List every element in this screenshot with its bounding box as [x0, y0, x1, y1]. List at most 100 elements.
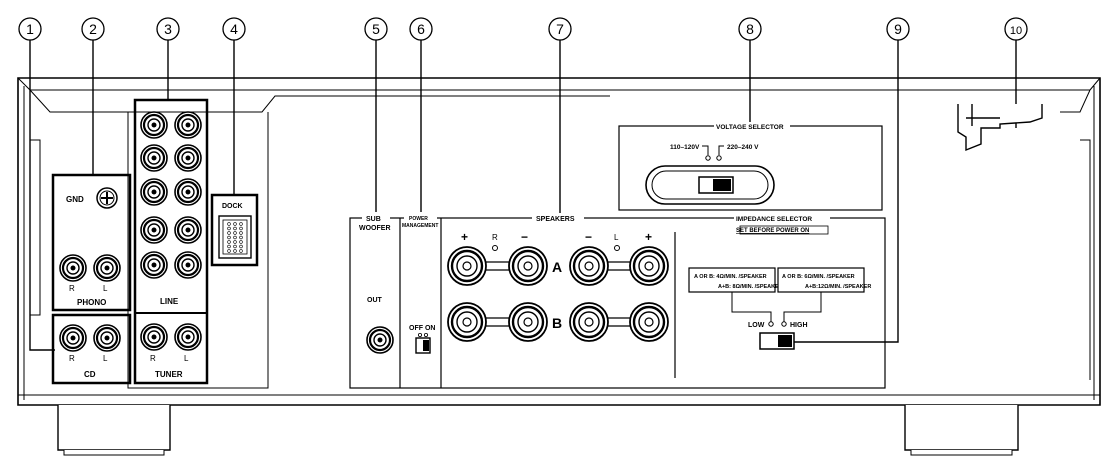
speaker-a-right-plus[interactable]	[447, 246, 487, 286]
line5-jack-right[interactable]	[140, 251, 168, 279]
line1-jack-right[interactable]	[140, 111, 168, 139]
voltage-selector-switch[interactable]	[698, 176, 734, 194]
subwoofer-out-jack[interactable]	[366, 326, 394, 354]
speakers-label: SPEAKERS	[536, 216, 575, 223]
line2-jack-left[interactable]	[174, 144, 202, 172]
phono-r-mark: R	[69, 284, 75, 293]
callout-9: 9	[886, 17, 910, 41]
tuner-jack-right[interactable]	[140, 323, 168, 351]
spk-minus-right: −	[521, 230, 528, 244]
line4-jack-left[interactable]	[174, 216, 202, 244]
impedance-high-box: A OR B: 6Ω/MIN. /SPEAKER A+B:12Ω/MIN. /S…	[777, 267, 871, 293]
low-label: LOW	[748, 322, 765, 329]
tuner-jack-left[interactable]	[174, 323, 202, 351]
speaker-a-label: A	[552, 259, 562, 275]
voltage-selector-section: VOLTAGE SELECTOR 110–120V 220–240 V	[618, 122, 883, 211]
set-before-label: SET BEFORE POWER ON	[736, 228, 809, 234]
gnd-label: GND	[66, 195, 84, 204]
line-label: LINE	[160, 297, 179, 306]
callout-label: 6	[417, 21, 425, 37]
phono-jack-left[interactable]	[93, 254, 121, 282]
tuner-r-mark: R	[150, 354, 156, 363]
callout-label: 1	[26, 21, 34, 37]
cd-jack-right[interactable]	[59, 324, 87, 352]
impedance-selector-switch[interactable]	[759, 332, 795, 350]
speaker-b-left-minus[interactable]	[569, 302, 609, 342]
line5-jack-left[interactable]	[174, 251, 202, 279]
out-label: OUT	[367, 297, 383, 304]
leader-lines	[29, 40, 1017, 351]
v110-label: 110–120V	[670, 144, 700, 151]
sub-woofer-label-2: WOOFER	[359, 225, 391, 232]
callout-5: 5	[364, 17, 388, 41]
power-cord	[957, 104, 1043, 152]
off-on-label: OFF ON	[409, 325, 435, 332]
callout-1: 1	[18, 17, 42, 41]
speaker-b-label: B	[552, 315, 562, 331]
callout-label: 9	[894, 21, 902, 37]
callout-10: 10	[1004, 17, 1028, 41]
phono-label: PHONO	[77, 298, 106, 307]
callout-2: 2	[81, 17, 105, 41]
speaker-b-left-plus[interactable]	[629, 302, 669, 342]
low-text-2: A+B: 8Ω/MIN. /SPEAKER	[718, 284, 783, 290]
dock-section: DOCK	[210, 193, 259, 267]
line2-jack-right[interactable]	[140, 144, 168, 172]
speaker-a-right-minus[interactable]	[508, 246, 548, 286]
callout-label: 8	[746, 21, 754, 37]
speaker-b-right-minus[interactable]	[508, 302, 548, 342]
callout-label: 4	[230, 21, 238, 37]
spk-plus-left: +	[645, 230, 652, 244]
line1-jack-left[interactable]	[174, 111, 202, 139]
line3-jack-right[interactable]	[140, 178, 168, 206]
spk-l-mark: L	[614, 233, 619, 242]
high-text-2: A+B:12Ω/MIN. /SPEAKER	[805, 284, 871, 290]
impedance-low-box: A OR B: 4Ω/MIN. /SPEAKER A+B: 8Ω/MIN. /S…	[688, 267, 783, 293]
high-text-1: A OR B: 6Ω/MIN. /SPEAKER	[782, 274, 855, 280]
speaker-a-left-plus[interactable]	[629, 246, 669, 286]
callout-label: 3	[164, 21, 172, 37]
spk-minus-left: −	[585, 230, 592, 244]
tuner-l-mark: L	[184, 354, 189, 363]
sub-woofer-label-1: SUB	[366, 216, 381, 223]
power-management-switch[interactable]	[415, 337, 431, 354]
phono-l-mark: L	[103, 284, 108, 293]
cd-section: R L CD	[51, 313, 132, 385]
callout-label: 5	[372, 21, 380, 37]
power-mgmt-label-1: POWER	[409, 216, 428, 222]
callout-numbers: 1 2 3 4 5 6 7 8 9 10	[18, 17, 1028, 41]
cd-l-mark: L	[103, 354, 108, 363]
callout-label: 10	[1010, 25, 1022, 37]
speaker-b-right-plus[interactable]	[447, 302, 487, 342]
dock-label: DOCK	[222, 203, 243, 210]
line4-jack-right[interactable]	[140, 216, 168, 244]
callout-6: 6	[409, 17, 433, 41]
callout-3: 3	[156, 17, 180, 41]
callout-label: 2	[89, 21, 97, 37]
foot-right	[904, 405, 1019, 456]
tuner-label: TUNER	[155, 370, 183, 379]
power-mgmt-label-2: MANAGEMENT	[402, 223, 438, 229]
cd-r-mark: R	[69, 354, 75, 363]
speaker-a-links	[486, 261, 630, 271]
high-label: HIGH	[790, 322, 808, 329]
callout-8: 8	[738, 17, 762, 41]
phono-jack-right[interactable]	[59, 254, 87, 282]
gnd-terminal-icon	[96, 187, 118, 209]
spk-r-mark: R	[492, 233, 498, 242]
callout-label: 7	[556, 21, 564, 37]
phono-section: GND R L PHONO	[51, 173, 132, 312]
low-text-1: A OR B: 4Ω/MIN. /SPEAKER	[694, 274, 767, 280]
spk-plus-right: +	[461, 230, 468, 244]
line3-jack-left[interactable]	[174, 178, 202, 206]
chassis	[17, 77, 1101, 406]
cd-label: CD	[84, 370, 96, 379]
speaker-b-links	[486, 317, 630, 327]
center-panel	[349, 217, 886, 389]
cd-jack-left[interactable]	[93, 324, 121, 352]
line-section: LINE R L TUNER	[133, 98, 209, 385]
voltage-selector-label: VOLTAGE SELECTOR	[716, 124, 784, 131]
callout-7: 7	[548, 17, 572, 41]
speaker-a-left-minus[interactable]	[569, 246, 609, 286]
